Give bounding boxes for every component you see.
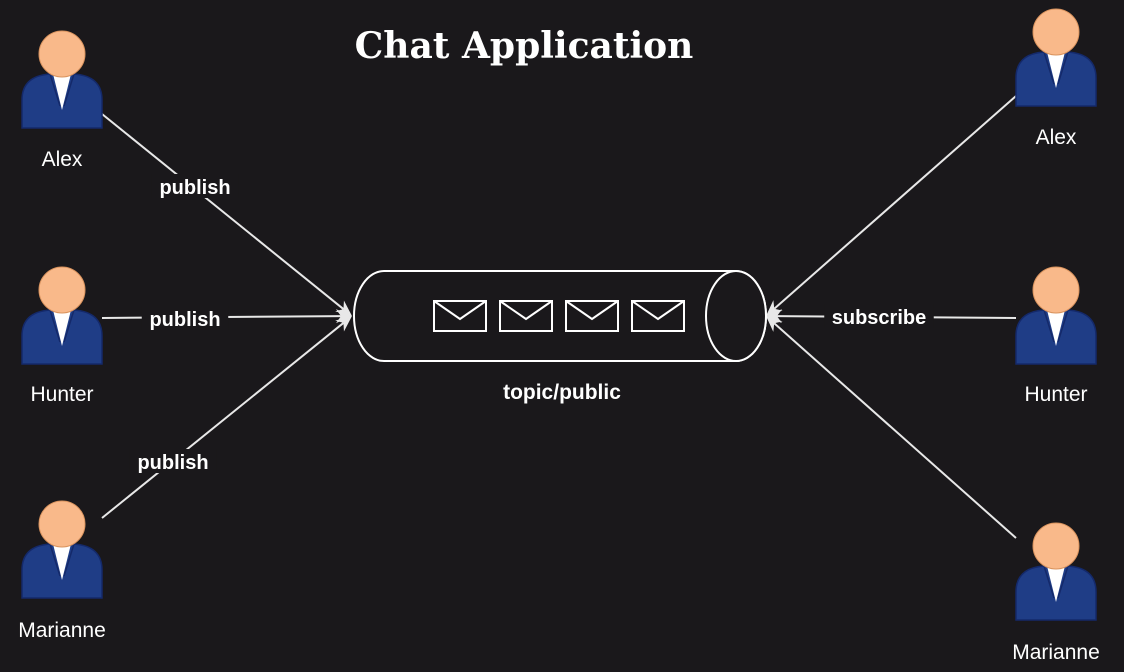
subscribe-arrow-2 xyxy=(766,316,1017,539)
user-name: Marianne xyxy=(18,619,106,642)
user-name: Hunter xyxy=(1024,383,1087,406)
publish-arrow-0-line xyxy=(101,113,345,310)
user-icon xyxy=(21,30,103,129)
user-lapel-right xyxy=(63,543,75,577)
user-head xyxy=(38,30,86,78)
publish-label-0-text: publish xyxy=(159,177,230,199)
envelope-icon xyxy=(631,300,685,332)
topic-queue xyxy=(353,270,767,362)
user-name: Alex xyxy=(1036,126,1077,149)
user-name: Hunter xyxy=(30,383,93,406)
diagram-title: Chat Application xyxy=(355,25,694,67)
envelope-icon xyxy=(433,300,487,332)
publish-label-1: publish xyxy=(141,306,229,331)
subscribe-label-1-bg xyxy=(824,304,934,328)
topic-layer: topic/public xyxy=(353,270,767,404)
user-lapel-left xyxy=(49,543,61,577)
subscribe-arrow-2-arrowhead xyxy=(766,316,783,332)
user-icon xyxy=(1015,8,1097,107)
publish-label-2-text: publish xyxy=(137,452,208,474)
envelope-body xyxy=(499,300,553,332)
edge-labels-layer: publish publish publish subscribe xyxy=(129,174,934,474)
publish-label-2-bg xyxy=(129,449,217,473)
publish-label-1-text: publish xyxy=(149,309,220,331)
publish-arrow-2-arrowhead xyxy=(335,316,352,332)
user-icon xyxy=(21,500,103,599)
user-name: Alex xyxy=(42,148,83,171)
user-shirt xyxy=(53,544,71,580)
user-icon xyxy=(1015,266,1097,365)
user-lapel-left xyxy=(49,309,61,343)
user-lapel-right xyxy=(63,309,75,343)
user-lapel-left xyxy=(1043,565,1055,599)
topic-label: topic/public xyxy=(503,381,621,404)
publish-arrow-2 xyxy=(101,316,352,519)
subscribe-arrow-0 xyxy=(766,95,1017,316)
user-lapel-right xyxy=(1057,309,1069,343)
envelope-flap xyxy=(499,300,553,321)
subscriber-alex: Alex xyxy=(1015,8,1097,149)
publisher-alex: Alex xyxy=(21,30,103,171)
user-head xyxy=(1032,266,1080,314)
user-icon xyxy=(21,266,103,365)
publish-label-0-bg xyxy=(151,174,239,198)
user-head xyxy=(38,266,86,314)
user-head xyxy=(1032,522,1080,570)
user-shirt xyxy=(1047,566,1065,602)
envelope-icon xyxy=(565,300,619,332)
user-lapel-left xyxy=(1043,309,1055,343)
user-shirt xyxy=(1047,310,1065,346)
user-lapel-left xyxy=(49,73,61,107)
envelope-flap xyxy=(565,300,619,321)
user-shirt xyxy=(53,74,71,110)
user-name: Marianne xyxy=(1012,641,1100,664)
user-lapel-left xyxy=(1043,51,1055,85)
envelope-icon xyxy=(499,300,553,332)
user-shirt xyxy=(1047,52,1065,88)
subscribe-arrow-0-line xyxy=(773,95,1017,310)
subscribe-arrow-2-line xyxy=(773,322,1017,539)
user-head xyxy=(38,500,86,548)
publisher-marianne: Marianne xyxy=(18,500,106,642)
user-lapel-right xyxy=(1057,565,1069,599)
user-icon xyxy=(1015,522,1097,621)
envelope-flap xyxy=(631,300,685,321)
user-head xyxy=(1032,8,1080,56)
publish-arrow-0 xyxy=(101,113,352,316)
publish-label-2: publish xyxy=(129,449,217,474)
publish-arrow-2-line xyxy=(101,322,345,519)
subscribe-label-1: subscribe xyxy=(824,304,934,329)
user-lapel-right xyxy=(1057,51,1069,85)
envelope-body xyxy=(433,300,487,332)
subscriber-marianne: Marianne xyxy=(1012,522,1100,664)
subscribe-arrow-1-arrowhead xyxy=(766,309,783,324)
topic-tube-body xyxy=(353,270,767,362)
envelope-body xyxy=(631,300,685,332)
subscribe-arrow-0-arrowhead xyxy=(766,300,783,316)
envelope-flap xyxy=(433,300,487,321)
publisher-hunter: Hunter xyxy=(21,266,103,406)
publish-label-1-bg xyxy=(141,306,229,330)
subscriber-hunter: Hunter xyxy=(1015,266,1097,406)
user-lapel-right xyxy=(63,73,75,107)
subscribe-label-1-text: subscribe xyxy=(832,307,926,329)
topic-tube-end xyxy=(705,270,767,362)
publish-label-0: publish xyxy=(151,174,239,199)
user-shirt xyxy=(53,310,71,346)
envelope-body xyxy=(565,300,619,332)
